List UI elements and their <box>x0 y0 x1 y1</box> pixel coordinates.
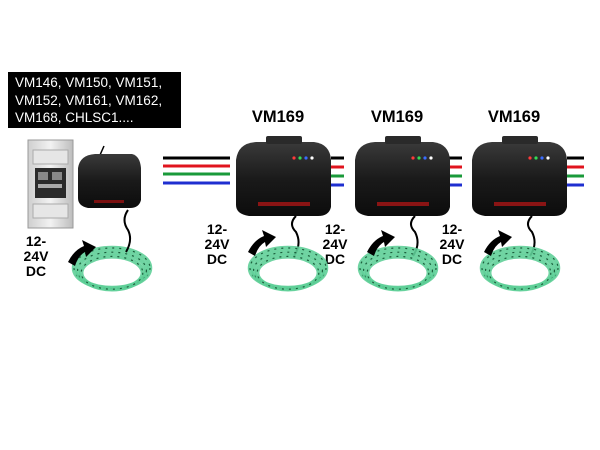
amplifier-box-icon <box>236 136 331 257</box>
power-label-amp-1: 12- 24V DC <box>197 222 237 267</box>
status-led-icon <box>429 156 433 160</box>
power-label-line: DC <box>206 251 228 267</box>
status-led-icon <box>540 156 544 160</box>
controllers-label-line2: VM152, VM161, VM162, <box>15 92 163 108</box>
power-label-line: 12- <box>206 221 228 237</box>
power-label-line: 24V <box>322 236 348 252</box>
label-strip <box>258 202 310 206</box>
power-arrow-icon <box>484 230 512 256</box>
led-strip-icon <box>247 245 329 292</box>
wire-stub-amp3-out <box>567 156 584 187</box>
label-strip <box>494 202 546 206</box>
power-label-line: 24V <box>439 236 465 252</box>
power-label-line: DC <box>441 251 463 267</box>
controllers-label: VM146, VM150, VM151, VM152, VM161, VM162… <box>8 72 181 128</box>
status-led-icon <box>528 156 532 160</box>
controllers-label-line1: VM146, VM150, VM151, <box>15 75 163 90</box>
din-rail-controller-icon <box>27 139 74 229</box>
status-led-icon <box>298 156 302 160</box>
status-led-icon <box>417 156 421 160</box>
status-led-icon <box>411 156 415 160</box>
power-arrow-icon <box>248 230 276 256</box>
led-strip-icon <box>479 245 561 292</box>
power-arrow-icon <box>68 240 96 266</box>
power-label-line: DC <box>25 263 47 279</box>
status-led-icon <box>423 156 427 160</box>
led-strip-icon <box>71 245 153 292</box>
status-led-icon <box>546 156 550 160</box>
amplifier-title-1: VM169 <box>251 108 305 126</box>
power-label-line: 12- <box>25 233 47 249</box>
power-arrow-icon <box>367 230 395 256</box>
wire-stub-amp2-out <box>449 156 462 187</box>
wire-bundle-1 <box>163 156 230 185</box>
power-label-amp-3: 12- 24V DC <box>432 222 472 267</box>
status-led-icon <box>534 156 538 160</box>
receiver-box-icon <box>78 145 141 208</box>
amplifier-title-2: VM169 <box>370 108 424 126</box>
power-label-controller: 12- 24V DC <box>16 234 56 279</box>
amplifier-box-icon <box>355 136 450 257</box>
led-strip-icon <box>357 245 439 292</box>
wire-stub-amp1-out <box>331 156 344 187</box>
power-label-line: 24V <box>204 236 230 252</box>
power-label-amp-2: 12- 24V DC <box>315 222 355 267</box>
power-label-line: 24V <box>23 248 49 264</box>
power-label-line: DC <box>324 251 346 267</box>
output-cable <box>123 209 132 253</box>
amplifier-title-3: VM169 <box>487 108 541 126</box>
status-led-icon <box>292 156 296 160</box>
controllers-label-line3: VM168, CHLSC1.... <box>15 110 134 125</box>
status-led-icon <box>310 156 314 160</box>
status-led-icon <box>304 156 308 160</box>
power-label-line: 12- <box>441 221 463 237</box>
amplifier-box-icon <box>472 136 567 257</box>
power-label-line: 12- <box>324 221 346 237</box>
label-strip <box>377 202 429 206</box>
